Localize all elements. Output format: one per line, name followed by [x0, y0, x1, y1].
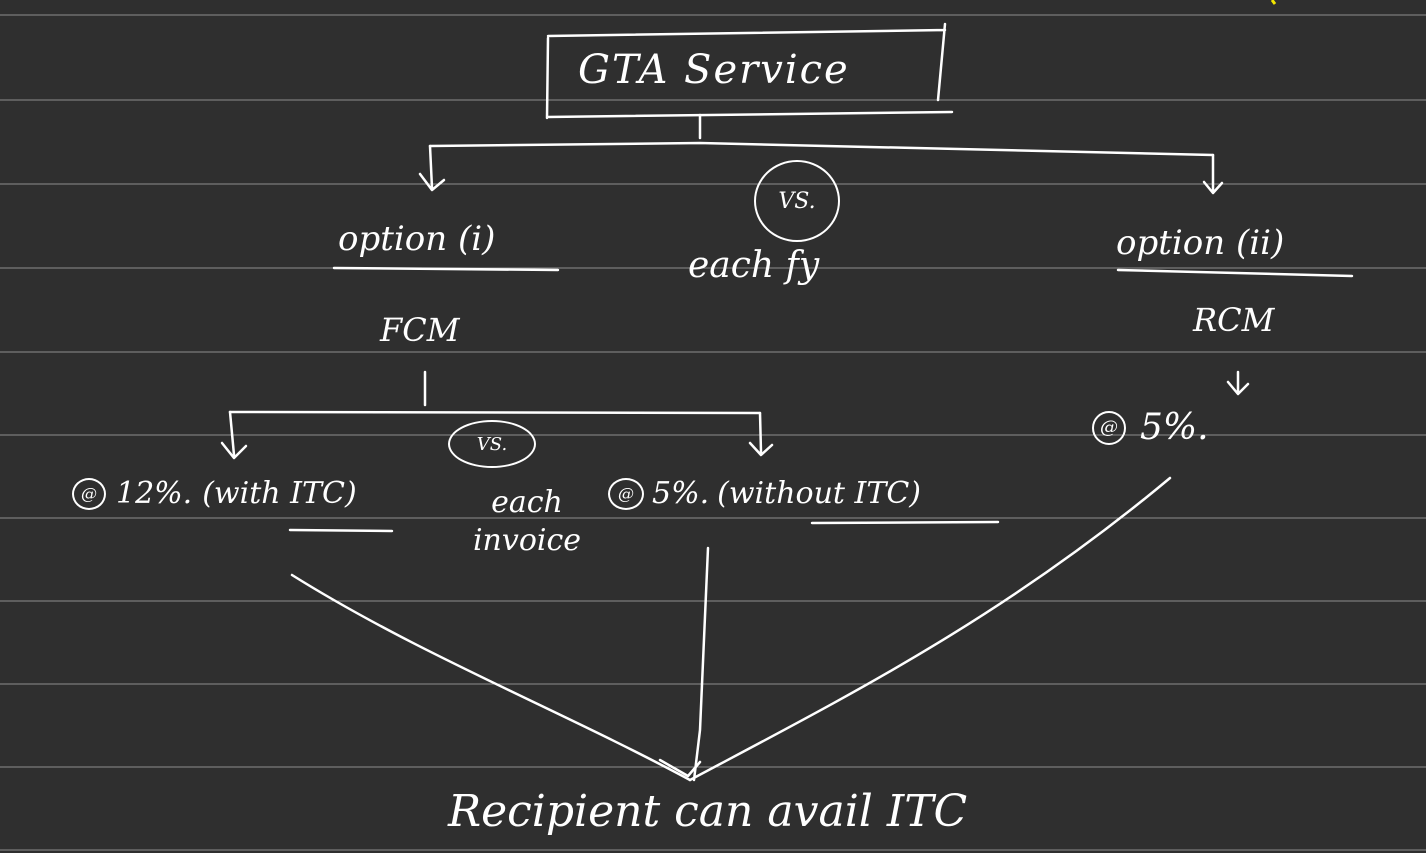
at-rate-icon: @: [1092, 411, 1126, 445]
at-rate-icon: @: [608, 478, 644, 510]
option-2-label: option (ii): [1116, 223, 1285, 263]
arrow-rcm-down: [1226, 370, 1250, 396]
top-vs-circle: VS.: [754, 160, 840, 242]
without-underline: [810, 520, 1000, 525]
branch-5pct-fcm-itc: (without ITC): [717, 476, 922, 511]
option-2-mode: RCM: [1193, 301, 1275, 339]
branch-5pct-fcm-rate: 5%.: [652, 476, 710, 511]
branch-12pct-itc: (with ITC): [202, 476, 357, 511]
arrow-to-option-2: [1202, 153, 1224, 195]
option-2-rate-row: @ 5%.: [1092, 410, 1209, 446]
branch-12pct-rate: 12%.: [116, 476, 193, 511]
convergence-arrowhead: [658, 758, 702, 778]
arrow-to-12pct: [220, 410, 248, 460]
option-1-underline: [332, 266, 560, 272]
branch-12pct-itc-word: ITC: [290, 476, 345, 511]
option-2-rate: 5%.: [1140, 407, 1209, 448]
option-1-label: option (i): [338, 219, 496, 259]
arrow-to-option-1: [418, 144, 446, 192]
top-bracket: [428, 141, 1215, 157]
top-vs-label: VS.: [778, 188, 816, 214]
fcm-vs-circle: VS.: [448, 420, 536, 468]
branch-5pct-fcm: @ 5%. (without ITC): [608, 478, 921, 510]
ruled-lines: [0, 14, 1426, 851]
with-itc-underline: [288, 528, 394, 533]
top-vs-note: each fy: [688, 245, 820, 286]
line-from-5pct-fcm: [692, 546, 710, 782]
option-2-underline: [1116, 268, 1354, 278]
root-box: [545, 22, 954, 120]
fcm-bracket: [228, 410, 762, 415]
each-invoice-note: each invoice: [472, 484, 582, 559]
at-rate-icon: @: [72, 478, 106, 510]
line-from-5pct-rcm: [688, 476, 1172, 782]
option-1-mode: FCM: [380, 311, 460, 349]
fcm-vs-label: VS.: [476, 433, 508, 455]
line-from-12pct: [290, 573, 692, 782]
root-label: GTA Service: [578, 47, 850, 93]
branch-12pct: @ 12%. (with ITC): [72, 478, 357, 510]
branch-5pct-fcm-without-word: without: [728, 476, 845, 511]
result-label: Recipient can avail ITC: [448, 786, 968, 837]
each-invoice-text: each invoice: [472, 485, 582, 558]
highlighter-mark: [1270, 0, 1277, 5]
arrow-to-5pct-fcm: [748, 411, 774, 457]
